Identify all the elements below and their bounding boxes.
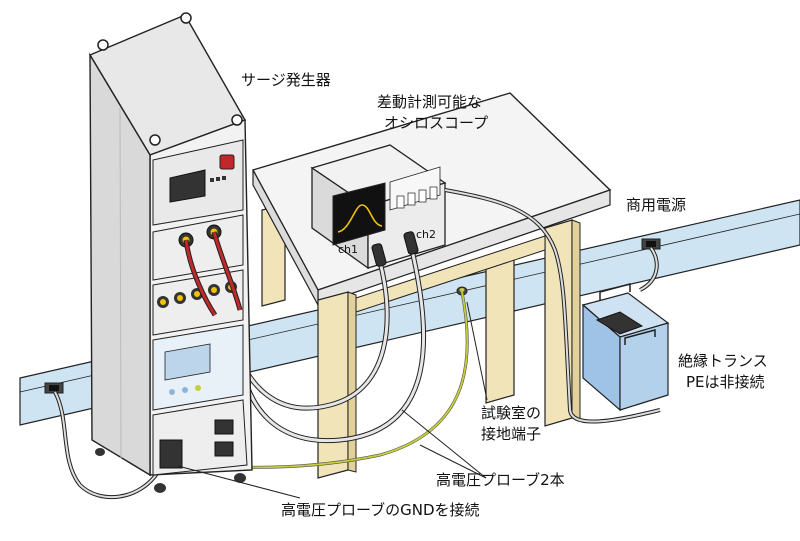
scope-ch2-label: ch2 xyxy=(416,228,436,241)
leader-lines xyxy=(177,301,488,499)
wall-outlet-icon xyxy=(641,238,661,250)
label-probes: 高電圧プローブ2本 xyxy=(436,471,565,489)
table xyxy=(251,92,612,479)
surge-generator-rack-icon xyxy=(88,12,253,493)
label-isolation-line1: 絶縁トランス xyxy=(678,352,768,370)
label-probe-gnd: 高電圧プローブのGNDを接続 xyxy=(281,501,480,519)
oscilloscope-icon xyxy=(310,144,447,270)
label-surge-generator: サージ発生器 xyxy=(241,71,331,89)
label-oscilloscope-line2: オシロスコープ xyxy=(384,114,488,132)
label-commercial-power: 商用電源 xyxy=(626,196,686,214)
label-isolation-line2: PEは非接続 xyxy=(686,373,765,391)
scope-ch1-label: ch1 xyxy=(338,243,358,256)
isolation-transformer-icon xyxy=(581,283,670,412)
wall-outlet-icon xyxy=(44,382,64,394)
label-ground-line2: 接地端子 xyxy=(481,425,541,443)
label-oscilloscope-line1: 差動計測可能な xyxy=(377,93,482,111)
label-ground-line1: 試験室の xyxy=(481,404,541,422)
